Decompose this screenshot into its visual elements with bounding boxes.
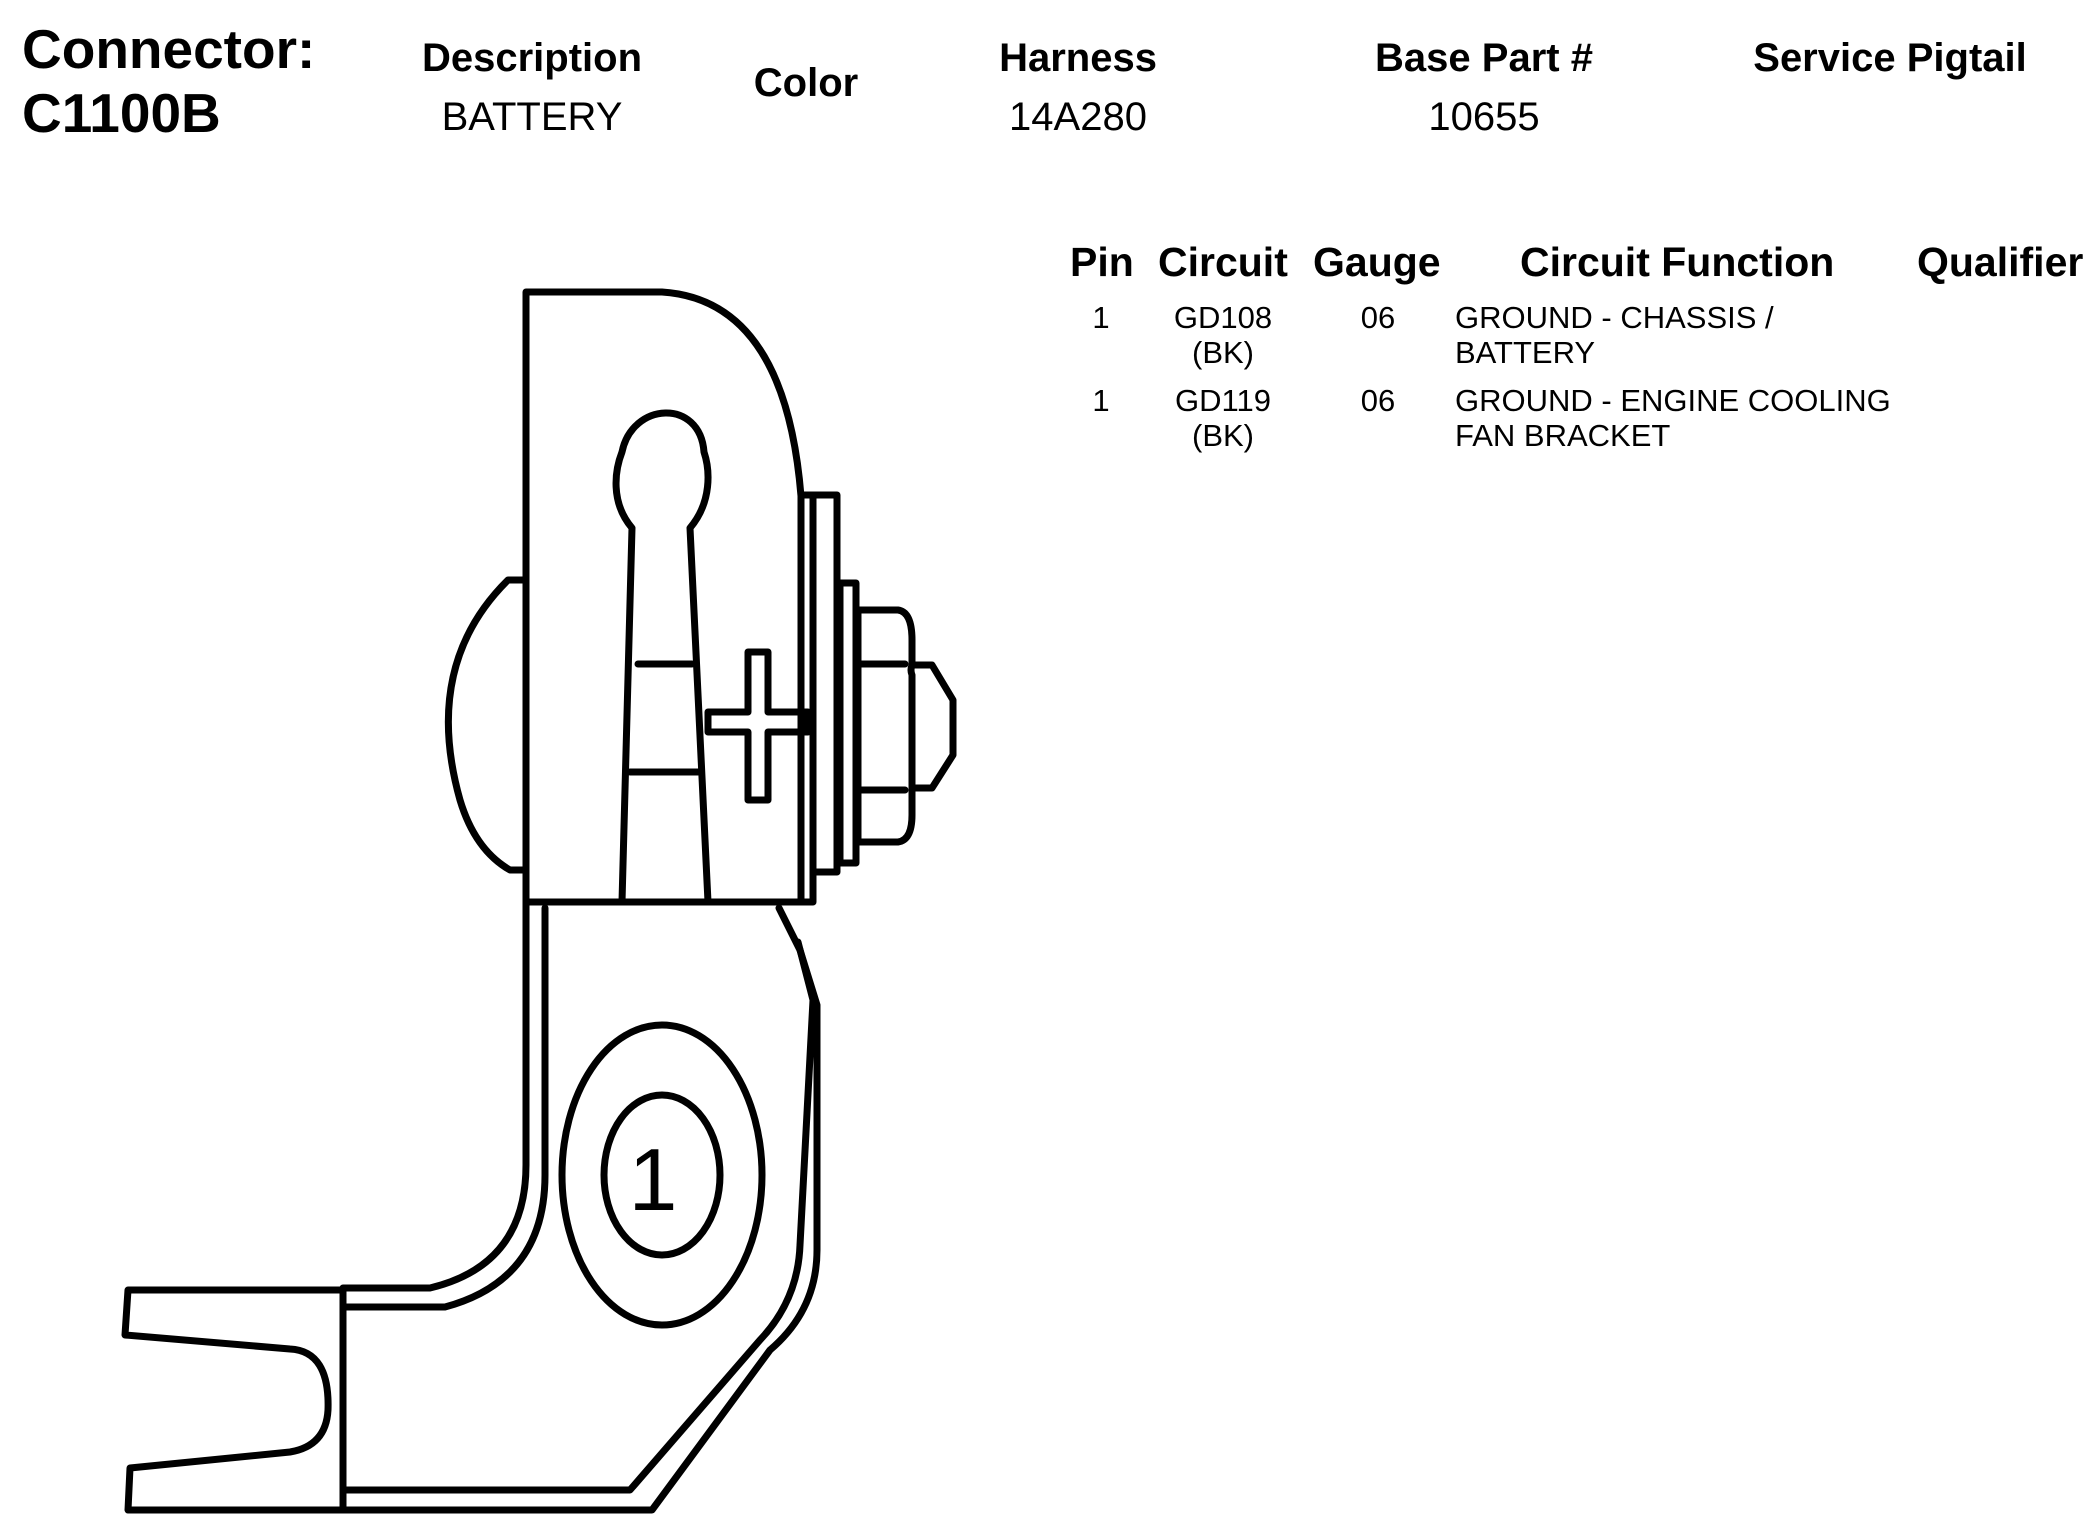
circuit-function-column-header: Circuit Function (1520, 239, 1835, 285)
description-header: Description (421, 36, 643, 80)
circuit-function-line2: FAN BRACKET (1455, 418, 1671, 453)
gauge-cell: 06 (1360, 383, 1396, 418)
pin-circle-outer (558, 1021, 766, 1329)
spade-terminal-outline (121, 1286, 347, 1514)
wire-outline (339, 904, 821, 1514)
terminal-body-outline (522, 288, 805, 906)
pin-column-header: Pin (1070, 239, 1134, 285)
base-part-header: Base Part # (1375, 36, 1593, 80)
circuit-color: (BK) (1191, 418, 1254, 453)
circuit-function-line2: BATTERY (1455, 335, 1596, 370)
description-value: BATTERY (441, 95, 623, 139)
connector-label: Connector: (22, 18, 316, 80)
circuit-function-cell: GROUND - ENGINE COOLING FAN BRACKET (1455, 383, 1925, 453)
circuit-function-line1: GROUND - ENGINE COOLING (1455, 383, 1891, 418)
pin-circle-inner (600, 1091, 724, 1259)
washer (836, 579, 860, 867)
circuit-number: GD108 (1173, 300, 1273, 335)
wire-outline (339, 938, 817, 1494)
circuit-color: (BK) (1191, 335, 1254, 370)
keyhole-slot-outline (612, 409, 712, 906)
wire-outline (339, 904, 549, 1311)
stud-tip-outline (908, 661, 957, 792)
gauge-cell: 06 (1360, 300, 1396, 335)
circuit-column-header: Circuit (1158, 239, 1288, 285)
color-header: Color (753, 61, 859, 105)
harness-value: 14A280 (1009, 95, 1147, 139)
base-part-value: 10655 (1428, 95, 1540, 139)
circuit-cell: GD119 (BK) (1175, 383, 1271, 453)
connector-id: C1100B (22, 82, 221, 144)
pin-cell: 1 (1092, 383, 1110, 418)
gauge-column-header: Gauge (1313, 239, 1441, 285)
plus-icon (704, 648, 812, 804)
circuit-cell: GD108 (BK) (1174, 300, 1272, 370)
circuit-number: GD119 (1175, 383, 1271, 418)
harness-header: Harness (999, 36, 1157, 80)
clamp-plate (809, 491, 841, 876)
pin-cell: 1 (1092, 300, 1110, 335)
nut-outline (854, 606, 916, 846)
qualifier-column-header: Qualifier (1917, 239, 2084, 285)
pin-number-label: 1 (629, 1130, 678, 1229)
circuit-function-cell: GROUND - CHASSIS / BATTERY (1455, 300, 1925, 370)
circuit-function-line1: GROUND - CHASSIS / (1455, 300, 1774, 335)
wire-outline (339, 898, 530, 1292)
clamp-plate (797, 491, 817, 906)
terminal-dome (444, 576, 528, 874)
service-pigtail-header: Service Pigtail (1753, 36, 2027, 80)
